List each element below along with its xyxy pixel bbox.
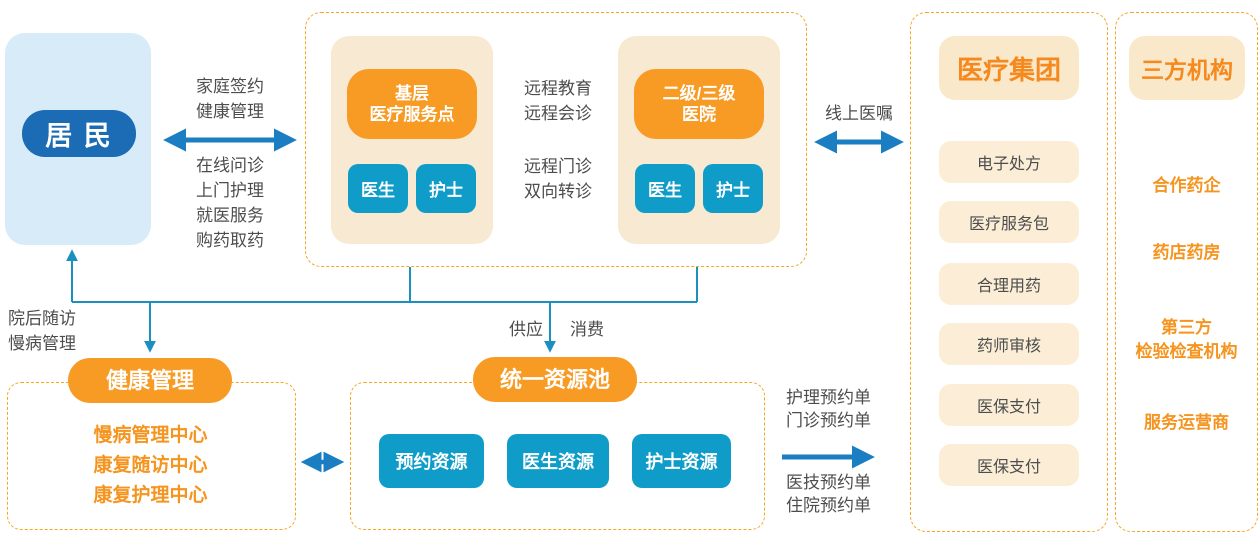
label-orders-above: 护理预约单 门诊预约单 xyxy=(786,388,871,430)
label-family-sign: 家庭签约 健康管理 xyxy=(196,77,264,121)
label-supply: 供应 xyxy=(509,320,543,339)
health-management-box xyxy=(7,382,296,530)
resident-box: 居 民 xyxy=(5,33,151,245)
service-network-container: 基层 医疗服务点 医生 护士 二级/三级 医院 医生 护士 xyxy=(305,12,807,267)
label-online-order: 线上医嘱 xyxy=(825,104,893,123)
hospital-node: 二级/三级 医院 医生 护士 xyxy=(618,36,780,244)
health-management-title: 健康管理 xyxy=(68,358,232,403)
resource-pool-title: 统一资源池 xyxy=(473,357,637,402)
doctor-chip: 医生 xyxy=(348,164,408,213)
nurse-resource-chip: 护士资源 xyxy=(632,434,731,488)
third-party-title: 三方机构 xyxy=(1129,36,1245,100)
hospital-chips: 医生 护士 xyxy=(618,164,780,213)
booking-resource-chip: 预约资源 xyxy=(379,434,484,488)
third-party-item: 服务运营商 xyxy=(1144,413,1229,432)
third-party-item: 药店药房 xyxy=(1152,243,1221,262)
nurse-chip: 护士 xyxy=(416,164,476,213)
label-followup: 院后随访 慢病管理 xyxy=(8,309,76,353)
resource-pool-box: 预约资源 医生资源 护士资源 xyxy=(350,382,765,530)
medical-group-box: 医疗集团 电子处方 医疗服务包 合理用药 药师审核 医保支付 医保支付 xyxy=(910,12,1108,532)
label-consume: 消费 xyxy=(570,320,604,339)
label-orders-below: 医技预约单 住院预约单 xyxy=(786,473,871,515)
hospital-title: 二级/三级 医院 xyxy=(634,69,764,139)
medical-group-item: 医保支付 xyxy=(939,444,1079,486)
primary-care-node: 基层 医疗服务点 医生 护士 xyxy=(331,36,493,244)
third-party-item: 合作药企 xyxy=(1152,176,1221,195)
health-management-items: 慢病管理中心 康复随访中心 康复护理中心 xyxy=(93,425,208,506)
nurse-chip: 护士 xyxy=(703,164,763,213)
medical-group-item: 医保支付 xyxy=(939,384,1079,426)
primary-care-chips: 医生 护士 xyxy=(331,164,493,213)
third-party-item: 第三方 检验检查机构 xyxy=(1135,318,1238,361)
resident-label: 居 民 xyxy=(22,110,136,157)
primary-care-title: 基层 医疗服务点 xyxy=(347,69,477,139)
medical-group-item: 医疗服务包 xyxy=(939,201,1079,243)
medical-group-item: 合理用药 xyxy=(939,263,1079,305)
medical-group-title: 医疗集团 xyxy=(939,36,1079,100)
label-remote-clinic: 远程门诊 双向转诊 xyxy=(524,157,592,201)
doctor-resource-chip: 医生资源 xyxy=(507,434,609,488)
doctor-chip: 医生 xyxy=(635,164,695,213)
label-online-services: 在线问诊 上门护理 就医服务 购药取药 xyxy=(196,156,264,250)
medical-group-item: 药师审核 xyxy=(939,323,1079,365)
third-party-box: 三方机构 合作药企 药店药房 第三方 检验检查机构 服务运营商 xyxy=(1115,12,1258,532)
label-remote-education: 远程教育 远程会诊 xyxy=(524,79,592,123)
medical-group-item: 电子处方 xyxy=(939,141,1079,183)
